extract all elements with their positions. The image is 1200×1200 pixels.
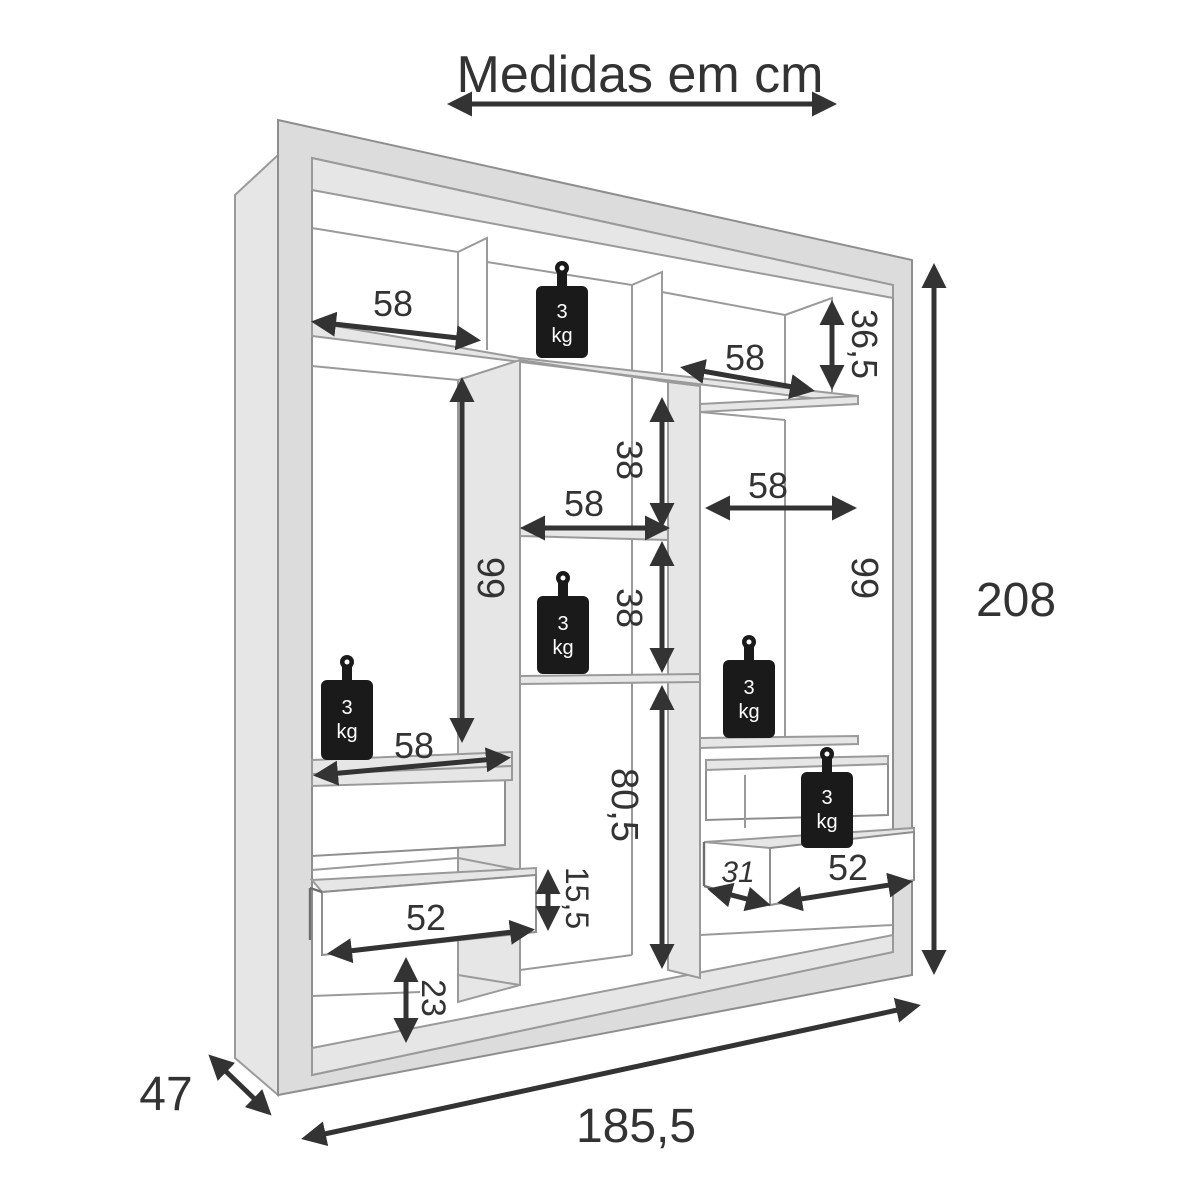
- left-bottom-shelf-width-label: 58: [394, 725, 434, 766]
- center-upper-niche-height-label: 38: [609, 440, 650, 480]
- weight-tag-unit: kg: [816, 811, 837, 833]
- right-drawer-depth-label: 31: [721, 856, 754, 889]
- center-bottom-height-label: 80,5: [603, 768, 645, 842]
- top-right-niche-height-label: 36,5: [844, 309, 885, 379]
- right-hanging-height-label: 99: [843, 557, 885, 599]
- weight-tag-top: 3 kg: [536, 261, 588, 358]
- left-bottom-clearance-label: 23: [414, 979, 452, 1017]
- weight-tag-unit: kg: [552, 637, 573, 659]
- weight-tag-value: 3: [557, 613, 568, 635]
- dimension-arrows: [208, 263, 947, 1146]
- top-left-shelf-width-label: 58: [373, 283, 413, 324]
- center-shelf-width-label: 58: [564, 483, 604, 524]
- right-drawer-width-label: 52: [828, 847, 868, 888]
- left-drawer-width-label: 52: [406, 897, 446, 938]
- right-rod-width-label: 58: [748, 465, 788, 506]
- weight-tag-unit: kg: [738, 701, 759, 723]
- total-depth-label: 47: [139, 1068, 192, 1121]
- total-height-label: 208: [976, 574, 1056, 627]
- weight-tag-right-upper: 3 kg: [723, 635, 775, 738]
- weight-tag-center: 3 kg: [537, 571, 589, 674]
- weight-tag-value: 3: [743, 677, 754, 699]
- center-lower-niche-height-label: 38: [609, 588, 650, 628]
- left-drawer-height-label: 15,5: [559, 867, 595, 929]
- weight-tag-unit: kg: [336, 721, 357, 743]
- total-width-label: 185,5: [576, 1100, 696, 1153]
- left-upper-drawer: [311, 764, 513, 858]
- left-hanging-height-label: 99: [469, 557, 511, 599]
- weight-tag-left: 3 kg: [321, 655, 373, 760]
- weight-tag-value: 3: [556, 301, 567, 323]
- weight-tag-value: 3: [341, 697, 352, 719]
- weight-tag-right-lower: 3 kg: [801, 747, 853, 848]
- weight-tag-unit: kg: [551, 325, 572, 347]
- diagram-title: Medidas em cm: [457, 46, 824, 104]
- weight-tag-value: 3: [821, 787, 832, 809]
- top-right-shelf-width-label: 58: [725, 337, 765, 378]
